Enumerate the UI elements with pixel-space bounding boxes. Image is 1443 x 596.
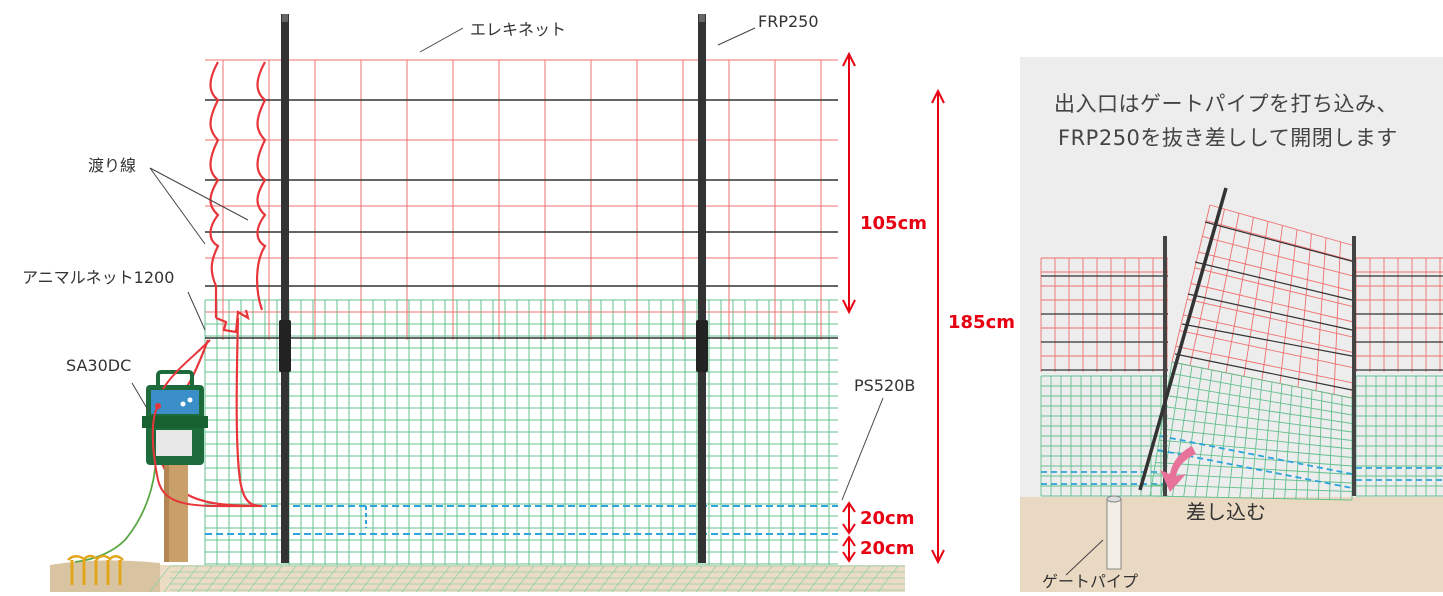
animal-net-label: アニマルネット1200 <box>22 268 175 287</box>
ground <box>50 560 905 593</box>
ps520b-label: PS520B <box>854 376 916 395</box>
pointer-lines <box>131 27 884 501</box>
sa30dc-label: SA30DC <box>66 356 132 375</box>
elekinet-label: エレキネット <box>470 20 567 39</box>
dimension-105cm: 105cm <box>860 213 927 234</box>
energizer-post <box>164 458 188 562</box>
dimension-185cm: 185cm <box>948 312 1015 333</box>
dimension-20cm-lower: 20cm <box>860 538 915 559</box>
inset-caption-line2: FRP250を抜き差しして開閉します <box>1058 126 1398 150</box>
watari-sen-label: 渡り線 <box>88 156 137 175</box>
energizer-sa30dc <box>142 339 263 508</box>
gate-pipe-label: ゲートパイプ <box>1042 572 1139 591</box>
frp250-label: FRP250 <box>758 12 819 31</box>
blue-dashed-wires <box>205 505 838 535</box>
inset-panel <box>1020 57 1443 592</box>
post-right <box>696 14 708 563</box>
dimension-20cm-upper: 20cm <box>860 508 915 529</box>
inset-caption-line1: 出入口はゲートパイプを打ち込み、 <box>1054 92 1398 116</box>
elekinet-net <box>205 59 838 340</box>
dimension-arrows <box>842 51 945 565</box>
ps520b-net <box>204 299 838 565</box>
post-left <box>279 14 291 563</box>
black-wires <box>205 99 838 339</box>
sashikomu-label: 差し込む <box>1186 500 1266 524</box>
